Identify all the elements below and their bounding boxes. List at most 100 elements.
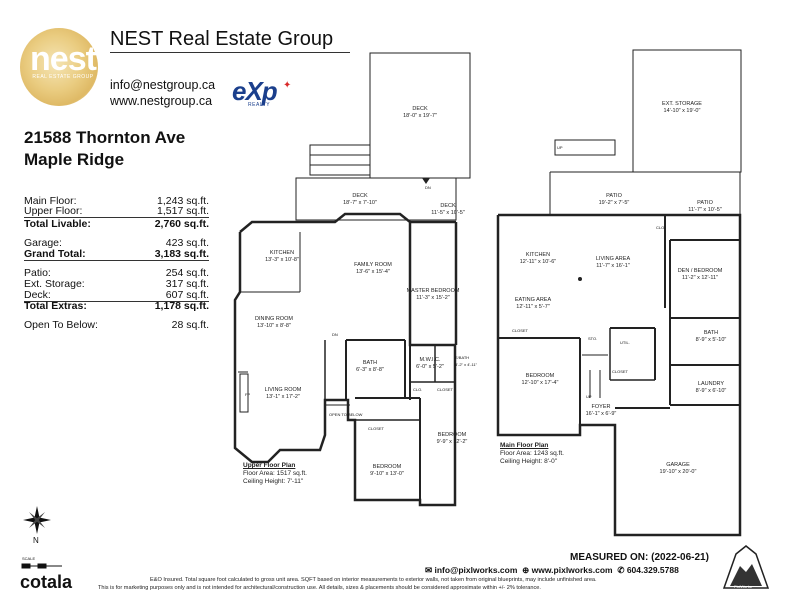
pixlworks-email[interactable]: info@pixlworks.com [434, 565, 518, 575]
phone-icon: ✆ [614, 565, 625, 575]
main-floor-walls [496, 213, 742, 537]
room-name: FOYER [591, 404, 611, 410]
summary-row: Open To Below: 28 sq.ft. [24, 320, 209, 331]
room-dimensions: 11'-7" x 16'-1" [596, 262, 630, 269]
room-dimensions: 9'-9" x 12'-2" [436, 438, 468, 445]
room-dimensions: 19'-10" x 20'-0" [659, 468, 697, 475]
main-floor-ceiling: Ceiling Height: 8'-0" [500, 458, 558, 465]
nest-logo-subtext: REAL ESTATE GROUP [32, 74, 94, 80]
open-to-below-label: OPEN TO BELOW [329, 412, 363, 417]
upper-floor-title: Upper Floor Plan [243, 462, 296, 469]
pixlworks-phone[interactable]: 604.329.5788 [626, 565, 679, 575]
upper-deck-arrow-icon [422, 178, 430, 184]
company-email[interactable]: info@nestgroup.ca [110, 78, 216, 92]
upper-closet-label: CLOSET [437, 387, 454, 392]
company-underline [110, 52, 350, 53]
pixlworks-web[interactable]: www.pixlworks.com [531, 565, 613, 575]
upper-room-label: M.W.I.C.6'-0" x 5'-2" [395, 357, 465, 370]
summary-row: Main Floor:1,243 sq.ft. [24, 196, 209, 207]
email-icon: ✉ [425, 565, 433, 575]
summary-value: 317 sq.ft. [165, 278, 209, 290]
summary-label: Total Livable: [24, 218, 91, 230]
room-dimensions: 13'-1" x 17'-2" [266, 393, 300, 400]
summary-value: 28 sq.ft. [171, 319, 209, 331]
summary-value: 3,183 sq.ft. [154, 248, 209, 260]
room-name: BATH [362, 360, 378, 366]
globe-icon: ⊕ [519, 565, 530, 575]
room-name: EXT. STORAGE [662, 101, 702, 107]
address-city: Maple Ridge [24, 150, 125, 169]
upper-dn-label: DN [425, 185, 431, 190]
upper-clo-label: CLO. [413, 387, 423, 392]
room-name: BATH [703, 330, 719, 336]
summary-label: Open To Below: [24, 319, 98, 331]
room-dimensions: 19'-2" x 7'-5" [598, 199, 630, 206]
upper-lower-deck-outline [295, 177, 457, 221]
room-name: M.W.I.C. [419, 357, 441, 363]
room-name: DINING ROOM [255, 316, 293, 322]
main-clo-label: CLO. [656, 225, 666, 230]
upper-floor-caption: Upper Floor Plan Floor Area: 1517 sq.ft.… [243, 462, 307, 486]
address-street: 21588 Thornton Ave [24, 128, 186, 147]
summary-value: 1,517 sq.ft. [157, 205, 209, 217]
room-dimensions: 11'-3" x 15'-2" [416, 294, 450, 301]
room-dimensions: 8'-9" x 5'-10" [695, 336, 727, 343]
room-dimensions: 13'-6" x 15'-4" [356, 268, 390, 275]
upper-floor-ceiling: Ceiling Height: 7'-11" [243, 478, 304, 485]
fireplace-label: FP [245, 392, 251, 397]
exp-realty-subtext: REALTY [248, 102, 271, 108]
room-name: PATIO [606, 193, 622, 199]
upper-closet-label: CLOSET [368, 426, 385, 431]
exp-star-icon: ✦ [283, 80, 292, 91]
summary-value: 1,178 sq.ft. [154, 300, 209, 312]
summary-row: Upper Floor:1,517 sq.ft. [24, 206, 209, 217]
summary-row: Total Livable:2,760 sq.ft. [24, 219, 209, 230]
summary-label: Total Extras: [24, 300, 87, 312]
room-name: PATIO [697, 200, 713, 206]
summary-label: Main Floor: [24, 195, 77, 207]
summary-label: Garage: [24, 237, 62, 249]
room-dimensions: 16'-1" x 6'-9" [585, 410, 617, 417]
upper-stair-outline [309, 144, 371, 176]
compass-north-label: N [33, 536, 39, 545]
summary-row: Grand Total: 3,183 sq.ft. [24, 249, 209, 260]
summary-divider [24, 260, 209, 261]
pixlworks-badge-text: PixlWorks [734, 584, 752, 589]
room-name: BEDROOM [525, 373, 555, 379]
summary-label: Grand Total: [24, 248, 86, 260]
company-website[interactable]: www.nestgroup.ca [110, 94, 213, 108]
room-name: DECK [352, 193, 368, 199]
summary-label: Ext. Storage: [24, 278, 85, 290]
main-closet-label: CLOSET [512, 328, 529, 333]
summary-row: Total Extras: 1,178 sq.ft. [24, 301, 209, 312]
nest-logo [20, 28, 98, 106]
room-name: KITCHEN [269, 250, 295, 256]
room-dimensions: 12'-10" x 17'-4" [521, 379, 559, 386]
main-fixture-dot [578, 277, 582, 281]
room-name: DECK [440, 203, 456, 209]
main-floor-title: Main Floor Plan [500, 442, 549, 449]
upper-dn-label: DN [332, 332, 338, 337]
room-name: LAUNDRY [697, 381, 725, 387]
scale-label: SCALE [22, 556, 36, 561]
summary-label: Patio: [24, 267, 51, 279]
company-name: NEST Real Estate Group [110, 28, 334, 50]
room-dimensions: 8'-9" x 6'-10" [695, 387, 727, 394]
summary-value: 423 sq.ft. [165, 237, 209, 249]
room-dimensions: 14'-10" x 19'-0" [663, 107, 701, 114]
